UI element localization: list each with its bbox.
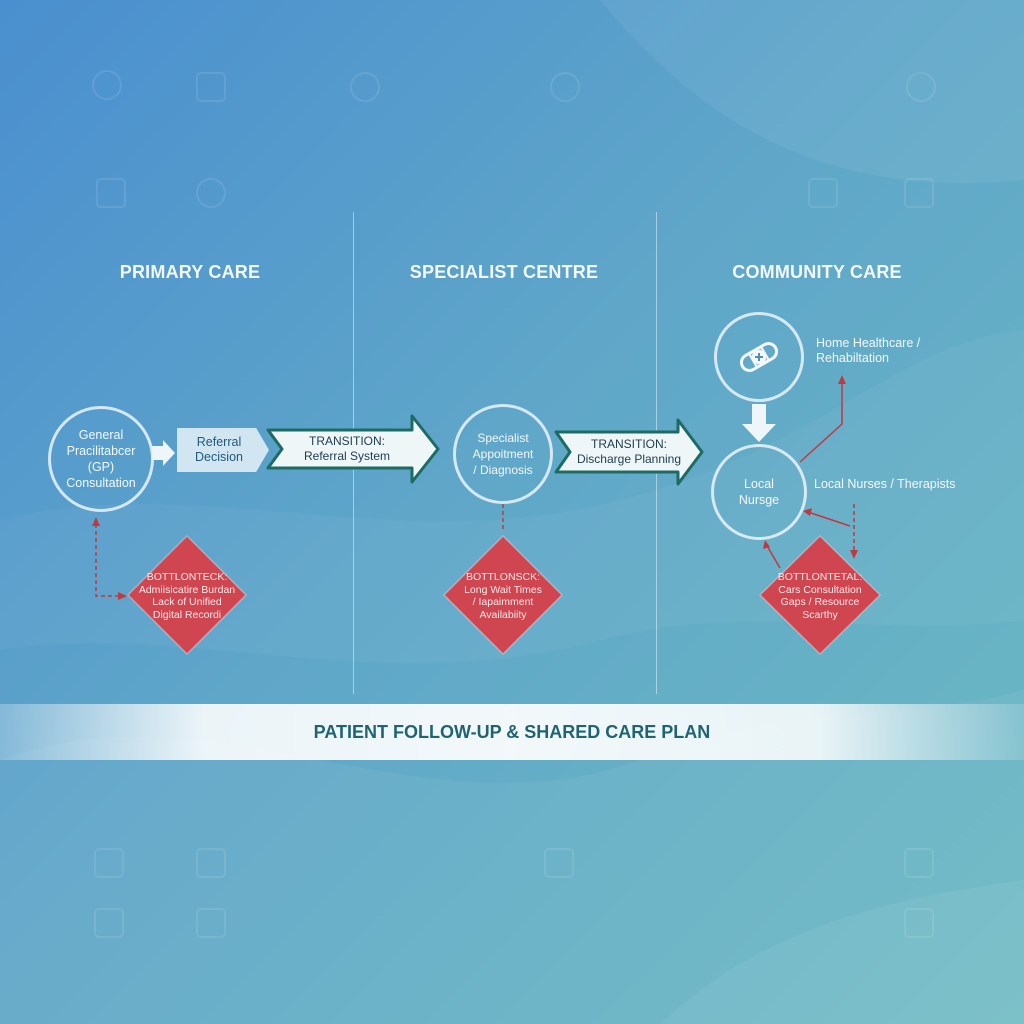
transition-discharge-planning-label: TRANSITION: Discharge Planning <box>566 432 692 472</box>
node-text-line: General <box>78 428 124 442</box>
label-line: Home Healthcare / <box>816 336 921 350</box>
node-text-line: Pracilitabcer <box>66 444 136 458</box>
node-text-line: / Diagnosis <box>473 463 533 477</box>
faint-decor-icon <box>92 70 122 100</box>
node-text-line: Nursge <box>738 493 780 507</box>
node-text-line: Referral <box>196 435 242 449</box>
transition-title: TRANSITION: <box>308 434 385 448</box>
transition-subtitle: Referral System <box>303 449 391 463</box>
bottleneck-line: BOTTLONTETAL: <box>777 571 863 583</box>
faint-decor-icon <box>550 72 580 102</box>
bottleneck-line: Gaps / Resource <box>780 596 860 608</box>
faint-decor-icon <box>904 178 934 208</box>
bottleneck-line: BOTTLONTECK: <box>146 571 228 583</box>
bottleneck-line: Cars Consultation <box>778 583 862 596</box>
node-text-line: Specialist <box>477 431 529 445</box>
faint-decor-icon <box>544 848 574 878</box>
bandage-icon <box>739 342 779 372</box>
node-text-line: Consultation <box>66 476 136 490</box>
faint-decor-icon <box>196 908 226 938</box>
faint-decor-icon <box>94 908 124 938</box>
down-arrow-icon <box>742 404 776 442</box>
bottleneck-line: / Iapaimment <box>472 596 534 608</box>
specialist-appointment-node: Specialist Appoitment / Diagnosis <box>453 404 553 504</box>
bottleneck-community-text: BOTTLONTETAL: Cars Consultation Gaps / R… <box>760 571 880 621</box>
faint-decor-icon <box>94 848 124 878</box>
bottleneck-line: BOTTLONSCK: <box>465 571 541 583</box>
bottleneck-line: Lack of Unified <box>152 596 222 608</box>
bottleneck-line: Availabiity <box>479 608 527 621</box>
faint-decor-icon <box>196 178 226 208</box>
bottleneck-line: Scarthy <box>802 608 838 621</box>
column-title-primary-care: PRIMARY CARE <box>119 262 261 282</box>
faint-decor-icon <box>906 72 936 102</box>
referral-decision-node: Referral Decision <box>177 428 269 472</box>
bottleneck-line: Digital Recordi <box>152 608 222 621</box>
local-nurse-node: Local Nursge <box>711 444 807 540</box>
community-connector-to-nurse <box>807 511 851 527</box>
gp-to-referral-arrow <box>152 440 175 466</box>
faint-decor-icon <box>350 72 380 102</box>
faint-decor-icon <box>196 848 226 878</box>
label-line: Rehabiltation <box>816 351 889 365</box>
home-healthcare-node <box>714 312 804 402</box>
column-title-community-care: COMMUNITY CARE <box>732 262 902 282</box>
local-nurses-therapists-label: Local Nurses / Therapists <box>814 477 956 491</box>
banner-text: PATIENT FOLLOW-UP & SHARED CARE PLAN <box>313 721 711 742</box>
community-connector-up <box>765 543 781 569</box>
bottleneck-line: Admiisicatire Burdan <box>138 583 236 596</box>
node-text-line: Decision <box>195 450 243 464</box>
bottleneck-primary-text: BOTTLONTECK: Admiisicatire Burdan Lack o… <box>127 571 247 621</box>
bottleneck-specialist-text: BOTTLONSCK: Long Wait Times / Iapaimment… <box>443 571 563 621</box>
faint-decor-icon <box>904 908 934 938</box>
transition-referral-system-label: TRANSITION: Referral System <box>282 430 412 468</box>
gp-consultation-node: General Pracilitabcer (GP) Consultation <box>48 406 154 512</box>
faint-decor-icon <box>196 72 226 102</box>
node-text-line: (GP) <box>87 460 115 474</box>
node-text-line: Appoitment <box>472 447 534 461</box>
home-healthcare-label: Home Healthcare / Rehabiltation <box>816 336 920 366</box>
community-connector-to-home <box>799 380 843 463</box>
primary-dashed-connector <box>95 524 126 597</box>
shared-care-plan-banner: PATIENT FOLLOW-UP & SHARED CARE PLAN <box>0 704 1024 760</box>
bottleneck-line: Long Wait Times <box>464 583 542 596</box>
column-title-specialist-centre: SPECIALIST CENTRE <box>409 262 599 282</box>
transition-title: TRANSITION: <box>590 437 667 451</box>
transition-subtitle: Discharge Planning <box>576 452 682 466</box>
faint-decor-icon <box>904 848 934 878</box>
node-text-line: Local <box>744 477 774 491</box>
faint-decor-icon <box>96 178 126 208</box>
faint-decor-icon <box>808 178 838 208</box>
